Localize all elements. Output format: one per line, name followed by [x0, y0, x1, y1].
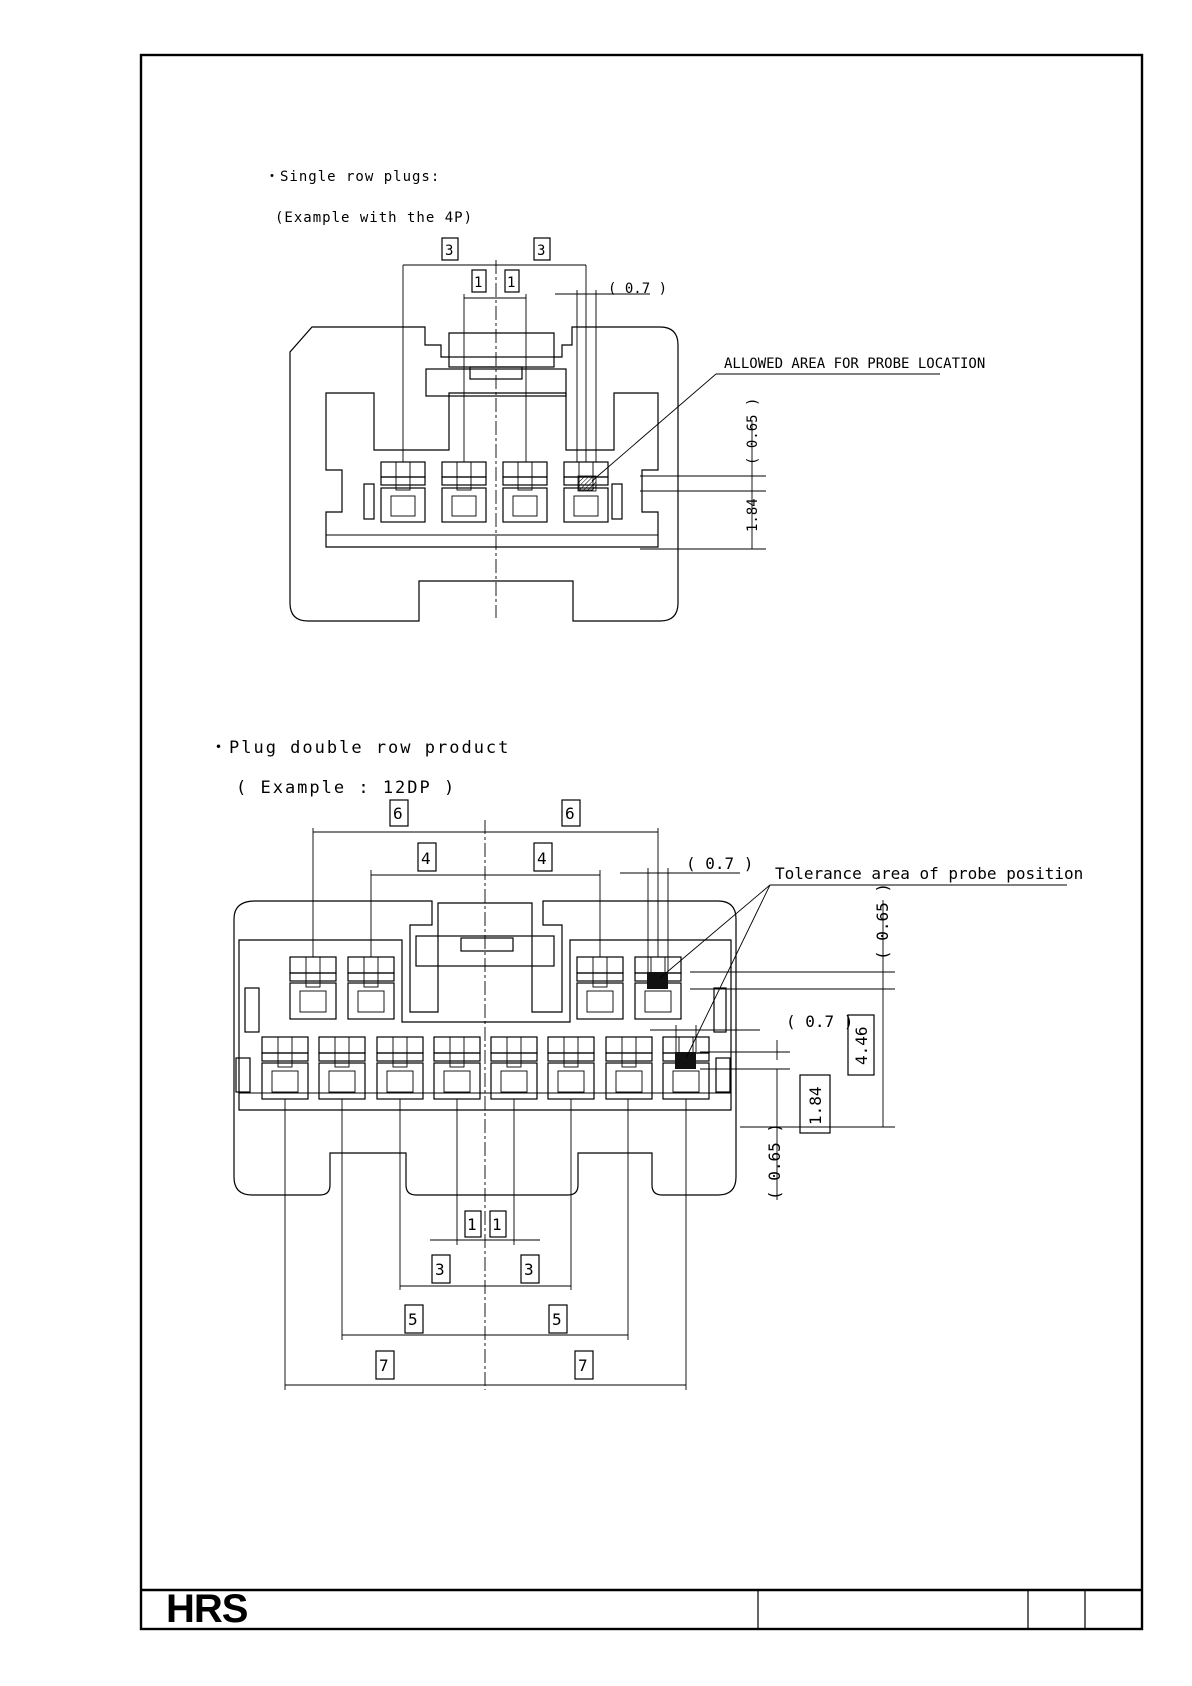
svg-text:1.84: 1.84 [806, 1086, 825, 1125]
hrs-logo: HRS [166, 1587, 248, 1631]
double-row-plug [234, 820, 736, 1390]
probe-area-hatch [578, 476, 596, 491]
probe-area-bottom [675, 1052, 696, 1069]
contact [606, 1037, 652, 1099]
svg-text:( 0.65 ): ( 0.65 ) [745, 398, 761, 465]
svg-text:6: 6 [565, 804, 575, 823]
svg-text:3: 3 [524, 1260, 534, 1279]
double-row-subtitle: ( Example : 12DP ) [236, 778, 456, 798]
double-row-bottom-contacts [262, 1037, 709, 1099]
contact [548, 1037, 594, 1099]
svg-text:4.46: 4.46 [852, 1026, 871, 1065]
contact [319, 1037, 365, 1099]
svg-text:6: 6 [393, 804, 403, 823]
svg-text:7: 7 [379, 1356, 389, 1375]
contact [290, 957, 336, 1019]
svg-text:( 0.7 ): ( 0.7 ) [686, 854, 753, 873]
double-row-title: ・Plug double row product [210, 738, 510, 758]
svg-text:HRS: HRS [166, 1587, 248, 1631]
single-row-title: ・Single row plugs: [265, 169, 440, 185]
probe-area-top [647, 972, 668, 989]
svg-text:5: 5 [408, 1310, 418, 1329]
contact [434, 1037, 480, 1099]
contact [577, 957, 623, 1019]
svg-text:1: 1 [492, 1215, 502, 1234]
svg-text:( 0.7 ): ( 0.7 ) [608, 281, 667, 297]
svg-text:7: 7 [578, 1356, 588, 1375]
svg-text:1: 1 [474, 275, 482, 291]
svg-text:( 0.65 ): ( 0.65 ) [873, 883, 892, 960]
single-row-plug [290, 260, 678, 621]
svg-text:1.84: 1.84 [745, 498, 761, 532]
contact [564, 462, 608, 522]
svg-text:Tolerance area of probe positi: Tolerance area of probe position [775, 864, 1083, 883]
contact [262, 1037, 308, 1099]
svg-text:4: 4 [421, 849, 431, 868]
contact [381, 462, 425, 522]
contact [442, 462, 486, 522]
svg-text:5: 5 [552, 1310, 562, 1329]
svg-text:1: 1 [467, 1215, 477, 1234]
svg-text:1: 1 [507, 275, 515, 291]
contact [503, 462, 547, 522]
svg-text:3: 3 [445, 243, 453, 259]
single-row-contacts [381, 462, 608, 522]
svg-text:3: 3 [435, 1260, 445, 1279]
double-row-dimensions: 6 6 4 4 ( 0.7 ) Tolerance area of probe … [285, 800, 1083, 1390]
contact [491, 1037, 537, 1099]
contact [348, 957, 394, 1019]
svg-text:( 0.7 ): ( 0.7 ) [786, 1012, 853, 1031]
contact [377, 1037, 423, 1099]
svg-text:( 0.65 ): ( 0.65 ) [765, 1123, 784, 1200]
svg-text:3: 3 [537, 243, 545, 259]
single-row-subtitle: (Example with the 4P) [275, 210, 473, 226]
svg-text:4: 4 [537, 849, 547, 868]
svg-text:ALLOWED AREA FOR PROBE LOCATIO: ALLOWED AREA FOR PROBE LOCATION [724, 356, 985, 372]
